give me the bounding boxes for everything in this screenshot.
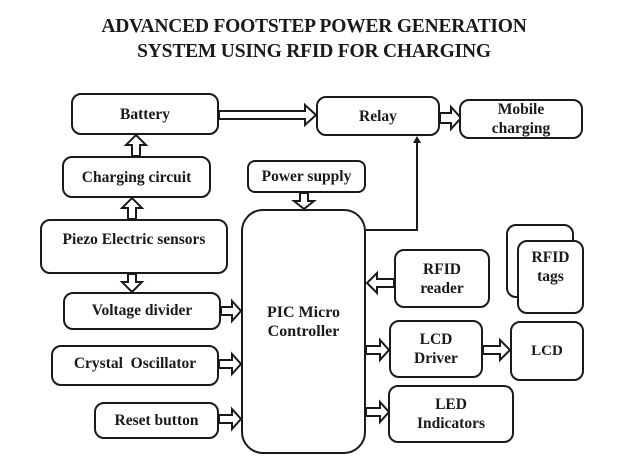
mobile-charging-label-1: Mobile <box>497 101 545 118</box>
pic-controller-label-1: PIC Micro <box>266 304 340 321</box>
voltage-divider-label: Voltage divider <box>91 302 193 319</box>
lcd-driver-label-1: LCD <box>419 331 453 348</box>
battery-label: Battery <box>120 105 170 123</box>
arrow-charging-circuit-to-battery <box>123 133 149 157</box>
relay-block: Relay <box>316 96 440 136</box>
diagram-title-line-2: SYSTEM USING RFID FOR CHARGING <box>137 41 491 62</box>
reset-button-label: Reset button <box>114 412 199 429</box>
crystal-oscillator-label: Crystal Oscillator <box>73 355 197 372</box>
lcd-driver-label-2: Driver <box>414 350 458 367</box>
mobile-charging-label-2: charging <box>491 120 551 137</box>
lcd-driver-block: LCD Driver <box>389 320 483 378</box>
arrow-pic-to-lcd-driver <box>365 337 391 363</box>
arrow-rfid-reader-to-pic <box>365 270 395 296</box>
crystal-oscillator-block: Crystal Oscillator <box>51 345 219 386</box>
line-pic-to-relay <box>366 142 418 231</box>
power-supply-block: Power supply <box>247 160 366 193</box>
rfid-reader-block: RFID reader <box>394 249 490 308</box>
arrow-lcd-driver-to-lcd <box>482 337 512 363</box>
led-indicators-label-1: LED <box>435 396 467 413</box>
voltage-divider-block: Voltage divider <box>63 292 221 330</box>
power-supply-label: Power supply <box>261 168 352 185</box>
arrow-piezo-to-charging-circuit <box>119 196 145 220</box>
diagram-title-line-1: ADVANCED FOOTSTEP POWER GENERATION <box>101 16 527 37</box>
arrow-voltage-divider-to-pic <box>220 298 243 324</box>
arrow-relay-to-mobile-charging <box>439 104 463 132</box>
lcd-label: LCD <box>531 342 563 359</box>
rfid-reader-label-2: reader <box>420 279 464 297</box>
rfid-tags-label-1: RFID <box>531 249 570 266</box>
arrow-reset-button-to-pic <box>218 406 243 432</box>
arrowhead-pic-to-relay <box>413 136 421 143</box>
rfid-tags-block: RFID tags <box>517 240 584 314</box>
charging-circuit-label: Charging circuit <box>81 168 192 186</box>
piezo-sensors-label: Piezo Electric sensors <box>62 231 206 248</box>
mobile-charging-block: Mobile charging <box>459 99 583 139</box>
lcd-block: LCD <box>510 321 584 381</box>
arrow-battery-to-relay <box>218 102 318 128</box>
rfid-reader-label-1: RFID <box>423 260 461 278</box>
led-indicators-block: LED Indicators <box>388 385 514 443</box>
piezo-sensors-block: Piezo Electric sensors <box>40 219 228 274</box>
led-indicators-label-2: Indicators <box>416 415 486 432</box>
pic-controller-block: PIC Micro Controller <box>241 209 366 454</box>
battery-block: Battery <box>71 93 219 135</box>
charging-circuit-block: Charging circuit <box>62 156 211 198</box>
relay-label: Relay <box>359 107 397 125</box>
pic-controller-label-2: Controller <box>267 323 340 340</box>
arrow-piezo-to-voltage-divider <box>119 273 145 294</box>
arrow-pic-to-led-indicators <box>365 399 391 425</box>
arrow-crystal-oscillator-to-pic <box>218 351 243 377</box>
rfid-tags-label-2: tags <box>537 268 564 285</box>
reset-button-block: Reset button <box>94 402 219 439</box>
arrow-power-supply-to-pic <box>291 192 317 211</box>
